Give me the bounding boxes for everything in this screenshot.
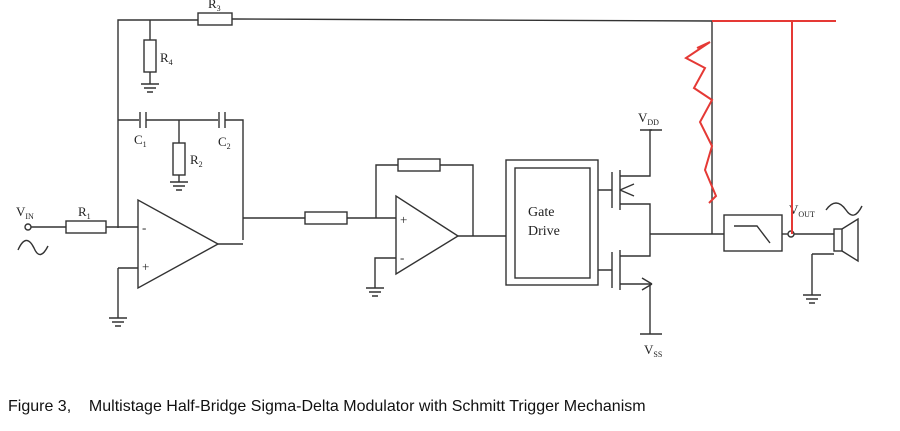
red-annotation [684,20,836,234]
speaker-output [787,202,863,304]
r2-label: R2 [190,152,203,169]
opamp1-plus: + [142,259,149,274]
feedback-wire-r3 [117,12,713,228]
lowpass-filter [723,214,788,252]
gate-drive-block [505,159,599,286]
opamp1-minus: - [142,220,146,235]
opamp-1 [109,198,243,327]
circuit-diagram: R3 R4 C1 C2 R2 VIN R [16,0,863,359]
input-source [17,220,138,256]
gate-drive-line2: Drive [528,224,560,239]
vout-label: VOUT [789,202,815,219]
vin-label: VIN [16,204,34,221]
opamp-2 [366,158,506,297]
half-bridge [598,129,724,335]
capacitor-network [118,112,244,240]
gate-drive-line1: Gate [528,205,554,220]
opamp2-plus: + [400,212,407,227]
opamp2-minus: - [400,250,404,265]
r4-label: R4 [160,50,173,67]
c2-label: C2 [218,134,231,151]
resistor-r4 [141,20,159,93]
r3-label: R3 [208,0,221,13]
r1-label: R1 [78,204,91,221]
figure-caption: Figure 3, Multistage Half-Bridge Sigma-D… [8,398,646,415]
interstage-resistor [243,211,396,225]
vdd-label: VDD [638,110,659,127]
vss-label: VSS [644,342,662,359]
c1-label: C1 [134,132,147,149]
